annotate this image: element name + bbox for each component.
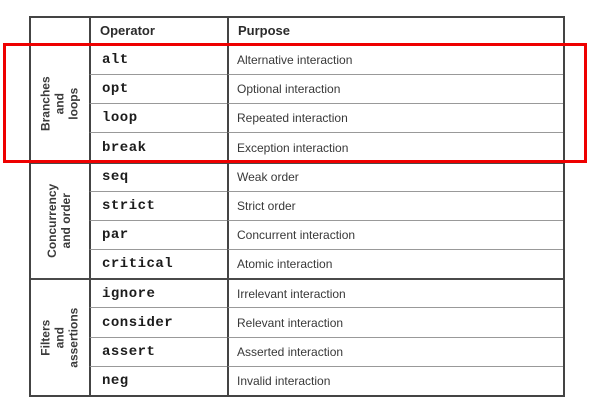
operator-cell-ignore: ignore (89, 278, 227, 308)
group-label-text: Branches and loops (38, 75, 80, 131)
operator-table: Operator Purpose Branches and loops alt … (29, 16, 565, 397)
group-label-text: Concurrency and order (45, 183, 73, 258)
purpose-cell-ignore: Irrelevant interaction (227, 278, 563, 308)
purpose-cell-seq: Weak order (227, 161, 563, 191)
purpose-cell-critical: Atomic interaction (227, 249, 563, 279)
header-cell-blank (31, 18, 89, 45)
purpose-cell-assert: Asserted interaction (227, 336, 563, 366)
operator-cell-alt: alt (89, 45, 227, 75)
operator-cell-seq: seq (89, 161, 227, 191)
header-cell-operator: Operator (89, 18, 227, 45)
operator-cell-strict: strict (89, 190, 227, 220)
operator-cell-assert: assert (89, 336, 227, 366)
purpose-cell-strict: Strict order (227, 190, 563, 220)
purpose-cell-alt: Alternative interaction (227, 45, 563, 75)
operator-cell-par: par (89, 219, 227, 250)
purpose-cell-break: Exception interaction (227, 132, 563, 162)
group-label-filters-and-assertions: Filters and assertions (31, 278, 89, 395)
group-label-text: Filters and assertions (38, 307, 80, 368)
group-label-concurrency-and-order: Concurrency and order (31, 161, 89, 279)
purpose-cell-consider: Relevant interaction (227, 307, 563, 337)
group-label-branches-and-loops: Branches and loops (31, 45, 89, 162)
purpose-cell-loop: Repeated interaction (227, 103, 563, 133)
operator-cell-neg: neg (89, 365, 227, 395)
header-cell-purpose: Purpose (227, 18, 563, 45)
purpose-cell-par: Concurrent interaction (227, 219, 563, 250)
operator-cell-opt: opt (89, 74, 227, 104)
operator-cell-break: break (89, 132, 227, 162)
operator-cell-critical: critical (89, 249, 227, 279)
purpose-cell-opt: Optional interaction (227, 74, 563, 104)
purpose-cell-neg: Invalid interaction (227, 365, 563, 395)
operator-cell-consider: consider (89, 307, 227, 337)
operator-cell-loop: loop (89, 103, 227, 133)
